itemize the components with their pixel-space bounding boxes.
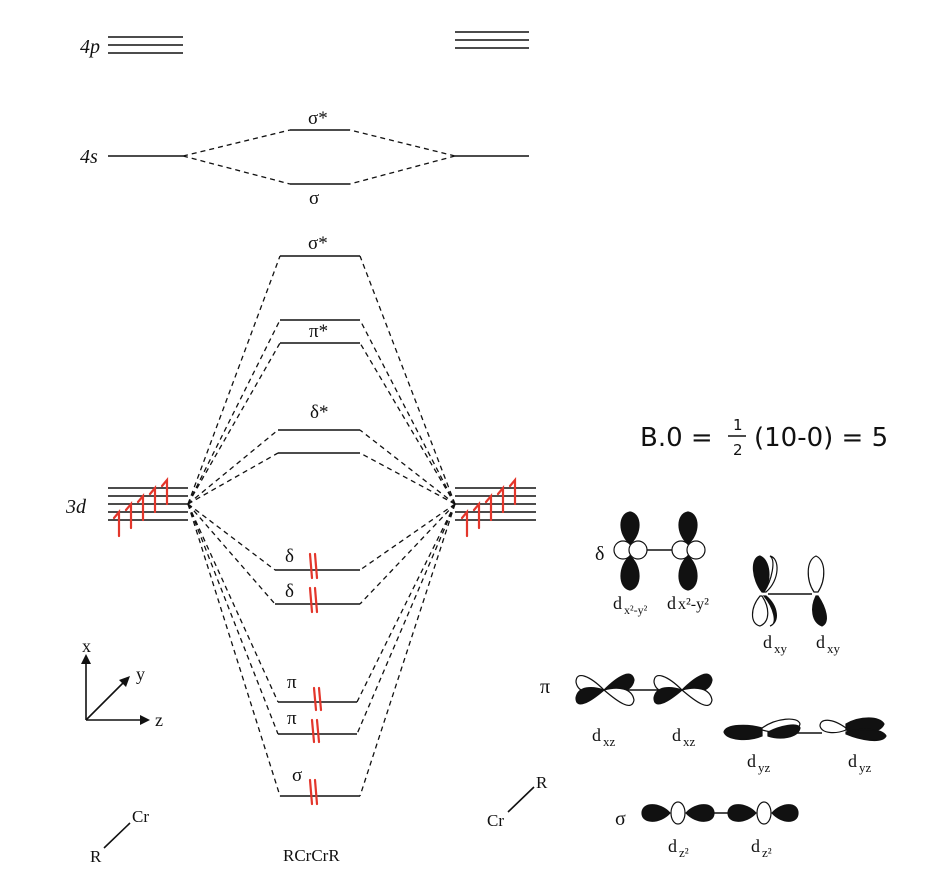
- label-pi-1: π: [287, 672, 297, 693]
- label-dx2y2-a-sub: x²-y²: [624, 603, 648, 617]
- bond-order-denominator: 2: [733, 441, 743, 459]
- label-4s: 4s: [80, 146, 98, 168]
- pi-symbol: π: [540, 676, 550, 698]
- label-4s-sigma: σ: [309, 188, 319, 209]
- right-fragment-r: R: [536, 773, 548, 792]
- label-dxz-a: d: [592, 725, 601, 745]
- label-pi-2: π: [287, 708, 297, 729]
- label-delta-2: δ: [285, 581, 294, 602]
- label-dz2-a-sub: z²: [679, 845, 689, 860]
- delta-symbol: δ: [595, 543, 604, 565]
- left-4p-levels: [108, 36, 183, 54]
- label-delta-star: δ*: [310, 402, 328, 423]
- right-fragment: Cr R: [487, 773, 548, 830]
- label-dxz-b: d: [672, 725, 681, 745]
- bond-order-prefix: B.0 =: [640, 423, 713, 453]
- bond-order-note: B.0 = 1 2 (10-0) = 5: [640, 416, 888, 459]
- axis-y-label: y: [136, 664, 145, 684]
- label-sigma-star: σ*: [308, 233, 328, 254]
- label-dx2y2-a: d: [613, 593, 622, 613]
- label-dxy-a-sub: xy: [774, 641, 788, 656]
- right-4p-levels: [455, 31, 529, 49]
- dxz-orbital-pair: [575, 673, 713, 706]
- axis-x-label: x: [82, 636, 91, 656]
- left-3d-electrons: [112, 476, 169, 538]
- dyz-orbital-pair: [723, 717, 887, 742]
- dz2-orbital-pair: [641, 801, 799, 825]
- label-dxz-a-sub: xz: [603, 734, 616, 749]
- label-dyz-b: d: [848, 751, 857, 771]
- label-delta-1: δ: [285, 546, 294, 567]
- label-dyz-a: d: [747, 751, 756, 771]
- label-dxy-b-sub: xy: [827, 641, 841, 656]
- label-dyz-b-sub: yz: [859, 760, 872, 775]
- right-fragment-cr: Cr: [487, 811, 504, 830]
- label-dxy-a: d: [763, 632, 772, 652]
- label-dx2y2-b: d: [667, 593, 676, 613]
- 3d-correlation-lines-left: [187, 255, 281, 797]
- label-4s-sigma-star: σ*: [308, 108, 328, 129]
- label-dz2-a: d: [668, 836, 677, 856]
- right-3d-levels: [455, 487, 536, 521]
- label-sigma: σ: [292, 765, 302, 786]
- label-dx2y2-b-sub: x²-y²: [678, 596, 709, 613]
- dxy-orbital-pair: [751, 555, 827, 627]
- label-dz2-b: d: [751, 836, 760, 856]
- sigma-symbol: σ: [615, 808, 626, 830]
- 3d-correlation-lines-right: [356, 255, 456, 797]
- label-pi-star: π*: [309, 321, 328, 342]
- left-fragment-cr: Cr: [132, 807, 149, 826]
- label-3d: 3d: [65, 496, 87, 518]
- left-3d-levels: [108, 487, 188, 521]
- label-dxy-b: d: [816, 632, 825, 652]
- bond-order-numerator: 1: [733, 416, 743, 434]
- 4s-correlation-lines: [182, 129, 456, 185]
- bonding-electron-pairs: [308, 552, 323, 806]
- label-dxz-b-sub: xz: [683, 734, 696, 749]
- molecule-label: RCrCrR: [283, 846, 340, 865]
- axis-z-label: z: [155, 710, 163, 730]
- left-fragment: R Cr: [90, 807, 149, 866]
- label-dyz-a-sub: yz: [758, 760, 771, 775]
- label-4p: 4p: [80, 36, 100, 58]
- bond-order-expression: (10-0) = 5: [754, 423, 888, 453]
- left-fragment-r: R: [90, 847, 102, 866]
- axis-system: [81, 654, 150, 725]
- right-3d-electrons: [460, 476, 517, 538]
- dx2y2-orbital-pair: [613, 511, 706, 591]
- label-dz2-b-sub: z²: [762, 845, 772, 860]
